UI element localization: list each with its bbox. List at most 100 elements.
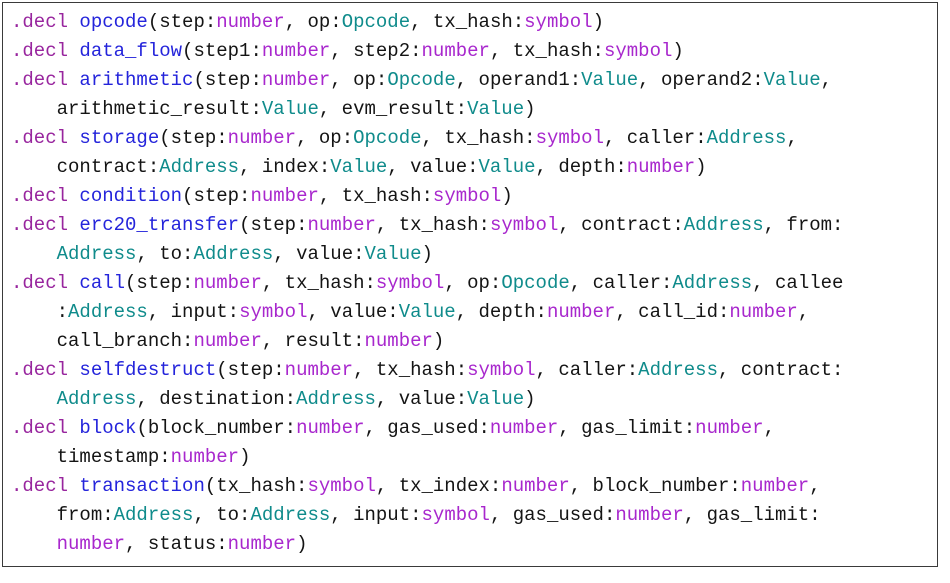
code-token-user-type: Value <box>330 156 388 178</box>
code-token-keyword: .decl <box>11 272 69 294</box>
code-token-builtin-type: number <box>296 417 365 439</box>
code-token-plain: (step: <box>147 11 217 33</box>
code-token-plain: , value: <box>307 301 399 323</box>
code-token-builtin-type: number <box>546 301 616 323</box>
code-token-builtin-type: number <box>615 504 684 526</box>
code-token-user-type: Value <box>398 301 456 323</box>
code-token-plain <box>68 69 79 91</box>
code-token-keyword: .decl <box>11 69 69 91</box>
code-token-user-type: Opcode <box>387 69 456 91</box>
code-line: .decl condition(step:number, tx_hash:sym… <box>11 182 937 211</box>
code-token-plain: call_branch: <box>11 330 194 352</box>
code-line: number, status:number) <box>11 530 937 559</box>
code-token-plain: , value: <box>375 388 468 410</box>
code-line: .decl erc20_transfer(step:number, tx_has… <box>11 211 937 240</box>
code-token-builtin-type: symbol <box>239 301 308 323</box>
code-token-plain: , result: <box>261 330 365 352</box>
code-token-plain: , gas_used: <box>364 417 490 439</box>
code-token-plain: from: <box>11 504 114 526</box>
code-token-plain: , tx_hash: <box>410 11 525 33</box>
code-token-builtin-type: symbol <box>524 11 593 33</box>
code-token-plain <box>68 127 79 149</box>
code-token-user-type: Value <box>467 388 525 410</box>
code-line: call_branch:number, result:number) <box>11 327 937 356</box>
code-token-builtin-type: number <box>501 475 570 497</box>
code-listing: .decl opcode(step:number, op:Opcode, tx_… <box>3 3 937 559</box>
code-token-plain: , caller: <box>569 272 673 294</box>
code-token-plain <box>68 359 79 381</box>
code-token-builtin-type: number <box>421 40 490 62</box>
code-token-plain <box>68 272 79 294</box>
code-token-keyword: .decl <box>11 475 69 497</box>
code-token-relation-name: selfdestruct <box>79 359 217 381</box>
code-token-plain: , tx_index: <box>375 475 502 497</box>
code-token-plain: , value: <box>273 243 365 265</box>
code-token-plain <box>68 417 79 439</box>
code-token-user-type: Address <box>56 388 137 410</box>
code-token-user-type: Address <box>638 359 718 381</box>
code-token-builtin-type: number <box>729 301 798 323</box>
code-token-keyword: .decl <box>11 417 69 439</box>
code-token-builtin-type: number <box>261 69 331 91</box>
code-token-plain: , depth: <box>535 156 627 178</box>
code-token-user-type: Opcode <box>341 11 411 33</box>
code-token-plain: : <box>11 301 69 323</box>
code-token-builtin-type: number <box>489 417 559 439</box>
code-token-user-type: Value <box>467 98 525 120</box>
code-token-user-type: Value <box>364 243 422 265</box>
code-token-relation-name: call <box>79 272 126 294</box>
code-token-user-type: Address <box>296 388 376 410</box>
code-token-relation-name: transaction <box>79 475 205 497</box>
code-token-builtin-type: symbol <box>375 272 445 294</box>
code-token-plain <box>68 214 79 236</box>
code-token-builtin-type: number <box>740 475 810 497</box>
code-token-plain: , <box>786 127 798 149</box>
code-token-plain: , op: <box>296 127 354 149</box>
code-token-user-type: Value <box>261 98 319 120</box>
code-token-plain: contract: <box>11 156 160 178</box>
code-token-plain <box>68 185 79 207</box>
code-token-plain: ) <box>592 11 604 33</box>
code-token-user-type: Value <box>763 69 821 91</box>
code-token-plain: , operand2: <box>638 69 764 91</box>
code-token-relation-name: block <box>79 417 137 439</box>
code-token-user-type: Address <box>250 504 331 526</box>
code-token-plain: , <box>820 69 833 91</box>
code-token-plain: , tx_hash: <box>375 214 490 236</box>
code-line: .decl data_flow(step1:number, step2:numb… <box>11 37 937 66</box>
code-token-user-type: Address <box>113 504 194 526</box>
code-token-user-type: Opcode <box>353 127 422 149</box>
code-token-plain: (step: <box>216 359 285 381</box>
code-token-builtin-type: number <box>227 127 297 149</box>
code-token-plain: ) <box>524 388 536 410</box>
code-token-plain: , <box>763 417 775 439</box>
code-token-plain: ) <box>672 40 684 62</box>
code-token-plain: , caller: <box>535 359 639 381</box>
code-token-builtin-type: number <box>193 272 262 294</box>
code-line: .decl block(block_number:number, gas_use… <box>11 414 937 443</box>
code-token-plain: arithmetic_result: <box>11 98 262 120</box>
code-token-plain: , op: <box>444 272 502 294</box>
code-line: :Address, input:symbol, value:Value, dep… <box>11 298 937 327</box>
code-token-plain: , op: <box>284 11 342 33</box>
code-token-builtin-type: number <box>193 330 262 352</box>
code-token-builtin-type: number <box>261 40 331 62</box>
code-token-relation-name: arithmetic <box>79 69 194 91</box>
code-token-builtin-type: symbol <box>421 504 490 526</box>
code-token-plain: (block_number: <box>136 417 297 439</box>
code-token-keyword: .decl <box>11 11 69 33</box>
code-line: .decl selfdestruct(step:number, tx_hash:… <box>11 356 937 385</box>
code-token-plain <box>11 533 57 555</box>
code-line: Address, destination:Address, value:Valu… <box>11 385 937 414</box>
code-token-keyword: .decl <box>11 214 69 236</box>
code-token-user-type: Address <box>159 156 240 178</box>
code-token-plain: ) <box>421 243 433 265</box>
code-token-plain: , tx_hash: <box>318 185 433 207</box>
code-token-builtin-type: number <box>695 417 764 439</box>
code-token-plain: timestamp: <box>11 446 171 468</box>
code-token-builtin-type: number <box>307 214 376 236</box>
code-token-plain: , <box>797 301 810 323</box>
code-token-builtin-type: number <box>364 330 433 352</box>
code-token-user-type: Address <box>683 214 764 236</box>
code-token-builtin-type: symbol <box>307 475 376 497</box>
